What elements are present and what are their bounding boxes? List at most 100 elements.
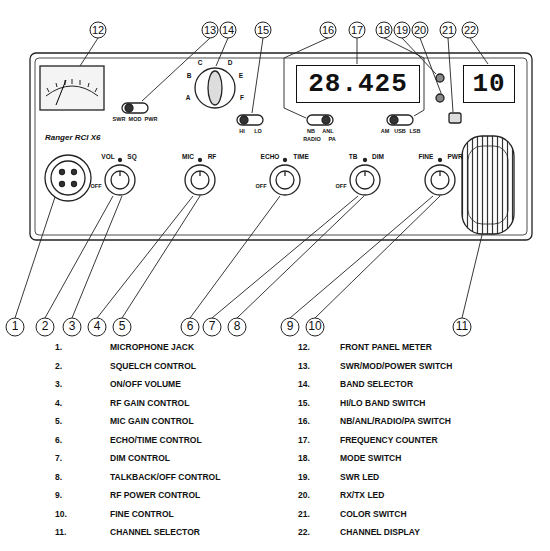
legend-text: ON/OFF VOLUME: [110, 380, 181, 390]
panel-label: C: [198, 59, 203, 66]
panel-label: OFF: [91, 183, 102, 189]
legend-text: HI/LO BAND SWITCH: [340, 399, 425, 409]
panel-label: D: [228, 59, 233, 66]
legend-text: SQUELCH CONTROL: [110, 362, 196, 372]
legend-number: 6.: [55, 436, 62, 446]
legend-number: 3.: [55, 380, 62, 390]
legend-text: CHANNEL SELECTOR: [110, 528, 200, 538]
callout-number: 20: [414, 24, 426, 37]
panel-label: B: [187, 72, 192, 79]
legend-text: MODE SWITCH: [340, 454, 401, 464]
panel-label: MIC: [182, 153, 194, 160]
brand-label: Ranger RCI X6: [45, 133, 101, 142]
callout-number: 4: [94, 320, 101, 334]
panel-label: PWR: [447, 153, 462, 160]
legend-number: 12.: [298, 343, 310, 353]
callout-number: 10: [308, 320, 321, 334]
legend-text: TALKBACK/OFF CONTROL: [110, 473, 220, 483]
panel-label: PA: [328, 136, 335, 142]
legend-text: NB/ANL/RADIO/PA SWITCH: [340, 417, 451, 427]
panel-label: VOL: [101, 153, 114, 160]
panel-label: LO: [254, 128, 262, 134]
panel-label: MOD: [129, 116, 142, 122]
channel-knob: [462, 136, 514, 234]
legend-text: SWR LED: [340, 473, 379, 483]
legend-number: 17.: [298, 436, 310, 446]
callout-number: 11: [456, 320, 468, 334]
legend-text: MICROPHONE JACK: [110, 343, 194, 353]
callout-number: 22: [464, 24, 476, 37]
legend-number: 20.: [298, 491, 310, 501]
legend-number: 19.: [298, 473, 310, 483]
legend-number: 11.: [55, 528, 66, 538]
panel-label: HI: [239, 128, 245, 134]
legend-text: FINE CONTROL: [110, 510, 174, 520]
callout-number: 6: [187, 320, 194, 334]
panel-label: TIME: [293, 153, 309, 160]
legend-text: RF GAIN CONTROL: [110, 399, 189, 409]
callout-number: 5: [119, 320, 126, 334]
legend-number: 14.: [298, 380, 310, 390]
panel-label: F: [240, 94, 244, 101]
display-digits: 28.425: [308, 69, 408, 99]
legend-number: 2.: [55, 362, 62, 372]
panel-label: PWR: [145, 116, 158, 122]
panel-label: A: [186, 94, 191, 101]
legend-number: 22.: [298, 528, 310, 538]
callout-number: 16: [322, 24, 334, 37]
callout-number: 19: [396, 24, 408, 37]
callout-number: 9: [287, 320, 294, 334]
panel-label: ECHO: [261, 153, 280, 160]
panel-label: RADIO: [303, 136, 321, 142]
panel-label: FINE: [419, 153, 434, 160]
panel-label: E: [239, 72, 243, 79]
callout-number: 15: [257, 24, 269, 37]
legend-number: 18.: [298, 454, 310, 464]
panel-label: SWR: [113, 116, 126, 122]
channel-display: 10: [463, 65, 515, 103]
legend-number: 10.: [55, 510, 67, 520]
panel-label: TB: [349, 153, 358, 160]
front-panel: [30, 53, 532, 240]
band-selector: [195, 68, 235, 108]
legend-text: MIC GAIN CONTROL: [110, 417, 194, 427]
legend-text: COLOR SWITCH: [340, 510, 407, 520]
legend-number: 8.: [55, 473, 62, 483]
frequency-display: 28.425: [296, 65, 420, 103]
legend-number: 13.: [298, 362, 310, 372]
callout-number: 12: [92, 24, 104, 37]
callout-number: 14: [222, 24, 234, 37]
panel-label: DIM: [372, 153, 384, 160]
legend-text: SWR/MOD/POWER SWITCH: [340, 362, 452, 372]
legend-text: FREQUENCY COUNTER: [340, 436, 438, 446]
callout-number: 13: [204, 24, 216, 37]
panel-label: OFF: [256, 183, 267, 189]
legend-number: 5.: [55, 417, 62, 427]
panel-label: ANL: [322, 128, 333, 134]
callout-number: 8: [234, 320, 241, 334]
microphone-jack: [45, 155, 91, 201]
panel-label: RF: [208, 153, 217, 160]
callout-number: 2: [42, 320, 49, 334]
legend-number: 16.: [298, 417, 310, 427]
panel-label: AM: [381, 128, 390, 134]
panel-label: LSB: [410, 128, 421, 134]
legend-number: 7.: [55, 454, 62, 464]
callout-number: 21: [442, 24, 454, 37]
legend-number: 21.: [298, 510, 310, 520]
callout-number: 1: [12, 320, 19, 334]
panel-label: SQ: [127, 153, 136, 160]
panel-meter: [40, 66, 104, 110]
legend-number: 15.: [298, 399, 310, 409]
legend-text: RF POWER CONTROL: [110, 491, 200, 501]
legend-text: BAND SELECTOR: [340, 380, 413, 390]
legend-number: 1.: [55, 343, 62, 353]
legend-text: RX/TX LED: [340, 491, 384, 501]
callout-number: 18: [378, 24, 390, 37]
legend-number: 4.: [55, 399, 62, 409]
panel-label: OFF: [336, 183, 347, 189]
panel-label: NB: [307, 128, 315, 134]
legend-text: ECHO/TIME CONTROL: [110, 436, 202, 446]
legend-text: DIM CONTROL: [110, 454, 170, 464]
